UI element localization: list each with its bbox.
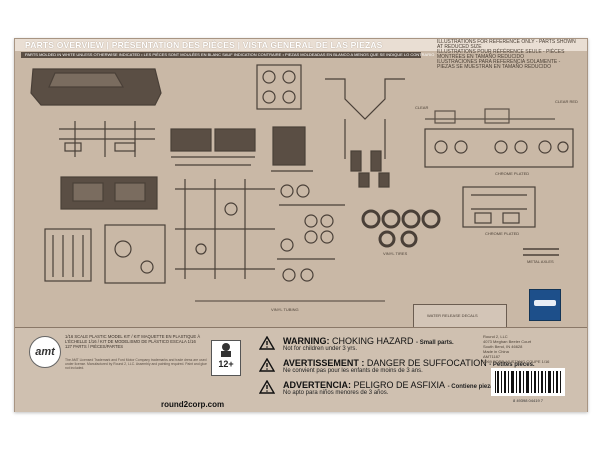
reference-note-line: ILUSTRACIONES PARA REFERENCIA SOLAMENTE … — [437, 59, 561, 70]
reference-only-note: ILLUSTRATIONS FOR REFERENCE ONLY - PARTS… — [437, 40, 577, 70]
age-icon — [221, 343, 231, 357]
warning-triangle-icon — [259, 380, 275, 394]
warning-extra: - Small parts. — [416, 340, 454, 346]
warning-title: AVERTISSEMENT : DANGER DE SUFFOCATION - … — [283, 358, 535, 368]
chrome-sprue-1 — [424, 128, 574, 168]
product-code: AMT1187 — [483, 354, 501, 359]
engine-block-part — [271, 126, 313, 172]
warning-triangle-icon — [259, 336, 275, 350]
chassis-part — [60, 176, 158, 210]
warning-label: AVERTISSEMENT : — [283, 358, 365, 368]
sprue-tree-d — [277, 184, 345, 282]
scale-text: 1/16 SCALE PLASTIC MODEL KIT / KIT MAQUE… — [65, 334, 201, 344]
sprue-tree-b — [44, 224, 166, 284]
label-chrome-plated-2: CHROME PLATED — [485, 231, 520, 236]
warning-title: WARNING: CHOKING HAZARD - Small parts. — [283, 336, 454, 346]
label-chrome-plated-1: CHROME PLATED — [495, 171, 530, 176]
label-vinyl-tubing: VINYL TUBING — [271, 307, 299, 312]
warning-subtext: Not for children under 3 yrs. — [283, 346, 358, 352]
reference-note-line: ILLUSTRATIONS FOR REFERENCE ONLY - PARTS… — [437, 39, 576, 50]
suspension-part — [325, 78, 405, 188]
warning-label: ADVERTENCIA: — [283, 380, 352, 390]
website-url: round2corp.com — [161, 400, 225, 409]
chrome-sprue-2 — [462, 186, 536, 228]
age-rating: 12+ — [218, 359, 234, 369]
warning-triangle-icon — [259, 358, 275, 372]
product-name: 1969 FORD MUSTANG COUPE 1/16 — [483, 359, 550, 364]
scale-info: 1/16 SCALE PLASTIC MODEL KIT / KIT MAQUE… — [65, 334, 205, 349]
label-water-slide: WATER RELEASE DECALS — [427, 313, 478, 318]
sprue-tree-c — [175, 179, 275, 279]
parts-overview-title: PARTS OVERVIEW | PRÉSENTATION DES PIÈCES… — [25, 40, 383, 50]
parts-count: 127 PARTS / PIÈCES/PARTES — [65, 344, 124, 349]
parts-illustration — [30, 64, 574, 302]
amt-logo: amt — [29, 336, 61, 368]
label-metal-axles: METAL AXLES — [527, 259, 554, 264]
manufacturer-line: South Bend, IN 46628 — [483, 344, 523, 349]
barcode-number: 8 49398 04419 7 — [512, 398, 544, 403]
manufacturer-line: Round 2, LLC — [483, 334, 508, 339]
seats-part — [170, 128, 256, 166]
warning-extra: - Contiene piezas pequeñas. — [447, 384, 529, 390]
warning-hazard: DANGER DE SUFFOCATION — [366, 358, 487, 368]
warning-hazard: CHOKING HAZARD — [332, 336, 414, 346]
molded-note-text: PARTS MOLDED IN WHITE UNLESS OTHERWISE I… — [25, 52, 435, 57]
reference-note-line: ILLUSTRATIONS POUR RÉFÉRENCE SEULE - PIÈ… — [437, 49, 565, 60]
label-clear-red: CLEAR RED — [555, 99, 578, 104]
manufacturer-line: Made in China — [483, 349, 509, 354]
molded-in-white-note: PARTS MOLDED IN WHITE UNLESS OTHERWISE I… — [21, 52, 434, 58]
certification-mark — [534, 300, 556, 306]
certification-badge — [529, 289, 561, 321]
wheel-covers-part — [256, 64, 302, 110]
warning-hazard: PELIGRO DE ASFIXIA — [353, 380, 446, 390]
warning-label: WARNING: — [283, 336, 330, 346]
legal-small-print: The AMT Licensed Trademark and Ford Moto… — [65, 358, 207, 370]
label-clear: CLEAR — [415, 105, 429, 110]
label-vinyl-tires: VINYL TIRES — [383, 251, 408, 256]
warning-extra: - Petites pièces. — [489, 362, 535, 368]
bottom-info-panel: amt 1/16 SCALE PLASTIC MODEL KIT / KIT M… — [15, 327, 587, 412]
barcode-icon — [491, 368, 565, 396]
sprue-tree-a — [59, 121, 155, 157]
age-rating-badge: 12+ — [211, 340, 241, 376]
warning-subtext: No apto para niños menores de 3 años. — [283, 390, 389, 396]
kit-box-back: PARTS OVERVIEW | PRÉSENTATION DES PIÈCES… — [14, 38, 588, 412]
warning-subtext: Ne convient pas pour les enfants de moin… — [283, 368, 423, 374]
vinyl-tires-part — [361, 209, 441, 248]
parts-overview-header: PARTS OVERVIEW | PRÉSENTATION DES PIÈCES… — [15, 39, 587, 70]
clear-parts-sprue — [425, 108, 555, 124]
car-body-part — [30, 68, 162, 106]
manufacturer-line: 4073 Meghan Beeler Court — [483, 339, 532, 344]
manufacturer-info: Round 2, LLC 4073 Meghan Beeler Court So… — [483, 334, 579, 364]
metal-axles-part — [523, 248, 559, 256]
warning-title: ADVERTENCIA: PELIGRO DE ASFIXIA - Contie… — [283, 380, 528, 390]
